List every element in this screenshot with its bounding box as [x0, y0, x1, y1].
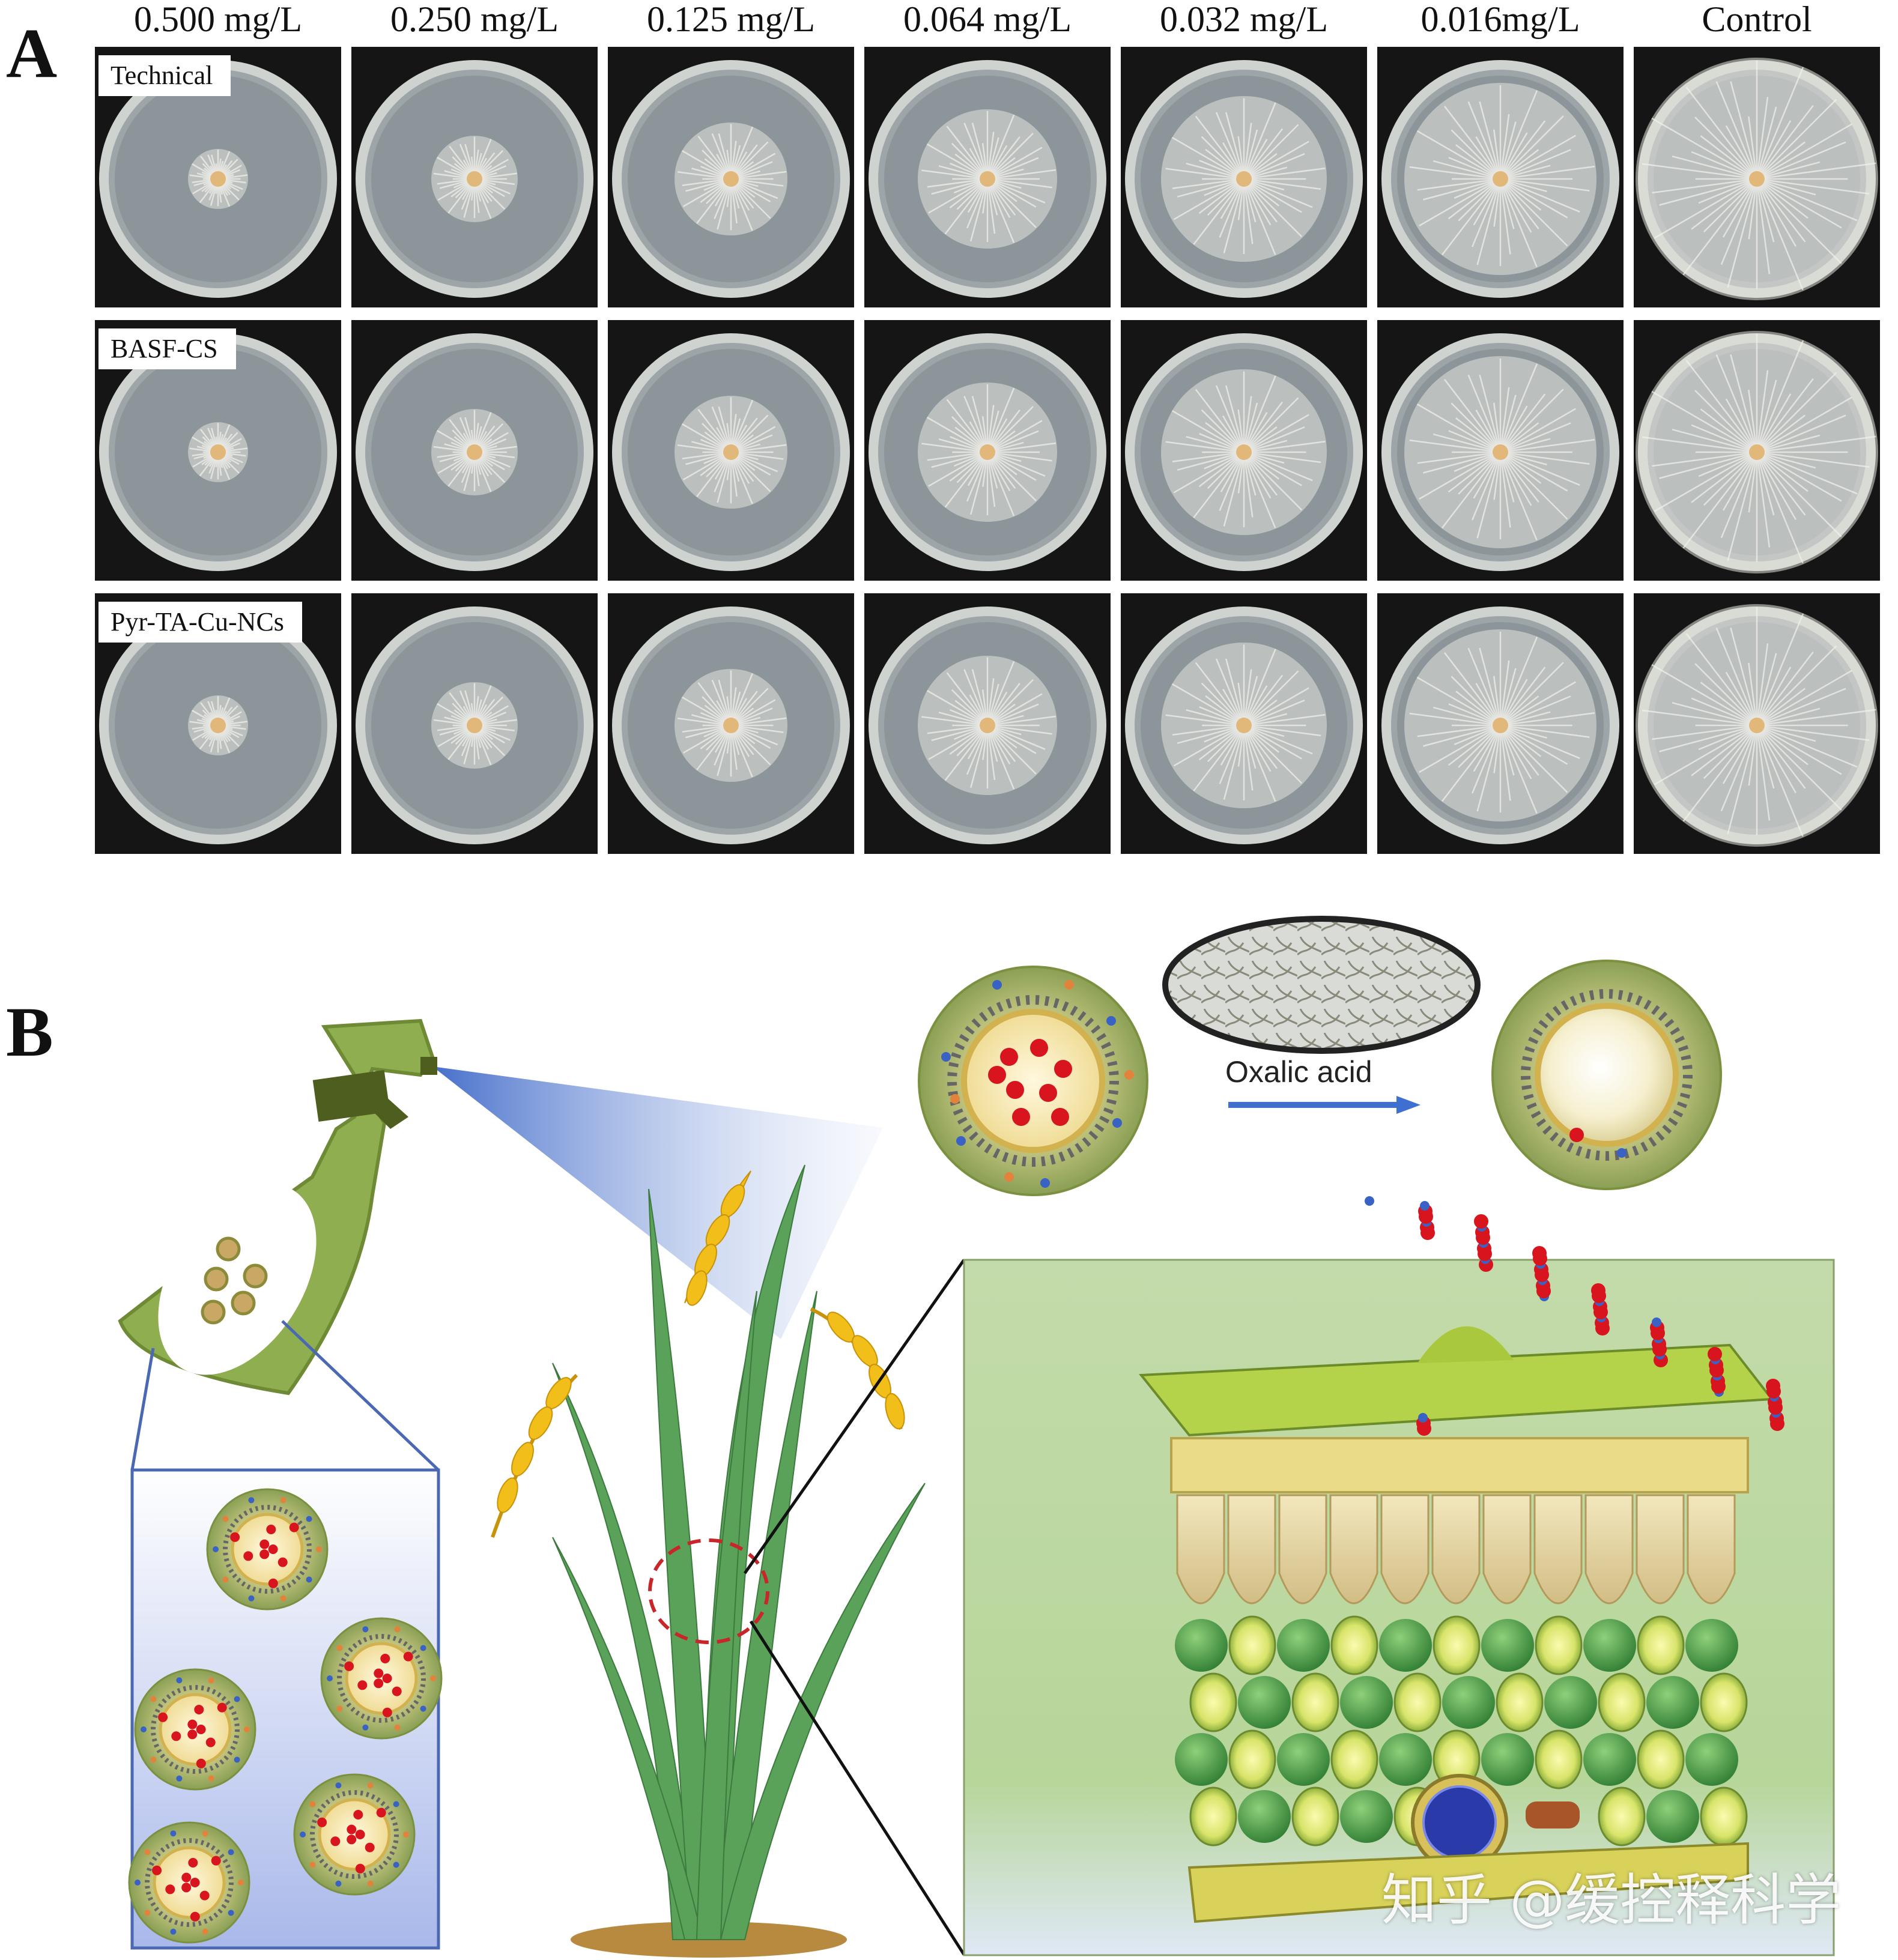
- bottle-label-window: [158, 1183, 317, 1375]
- petri-dish-pyr-ta-cu-ncs-3: [608, 593, 854, 854]
- petri-dish-technical-3: [608, 47, 854, 307]
- petri-dish-basf-cs-2: [351, 320, 598, 581]
- petri-dish-pyr-ta-cu-ncs-4: [864, 593, 1111, 854]
- zoom-line-upper: [743, 1259, 966, 1574]
- petri-dish-technical-7: [1634, 47, 1880, 307]
- panel-b-letter: B: [6, 993, 53, 1071]
- petri-dish-technical-4: [864, 47, 1111, 307]
- petri-dish-basf-cs-4: [864, 320, 1111, 581]
- row-technical: Technical: [95, 47, 1891, 307]
- petri-dish-technical-6: [1377, 47, 1624, 307]
- loaded-capsule: [918, 966, 1148, 1196]
- petri-dish-pyr-ta-cu-ncs-5: [1121, 593, 1367, 854]
- row-basf-cs: BASF-CS: [95, 320, 1891, 581]
- petri-dish-basf-cs-3: [608, 320, 854, 581]
- petri-dish-technical-2: [351, 47, 598, 307]
- panel-a-letter: A: [6, 14, 58, 92]
- conc-label-7: Control: [1702, 0, 1812, 39]
- oxalic-acid-label: Oxalic acid: [1225, 1055, 1372, 1089]
- row-label-pyr-ta-cu-ncs: Pyr-TA-Cu-NCs: [99, 602, 302, 643]
- zoom-region-circle: [648, 1538, 769, 1644]
- nanocapsule-inset: [128, 1468, 443, 1950]
- conc-label-6: 0.016mg/L: [1420, 0, 1580, 39]
- zoom-line-left: [130, 1348, 155, 1471]
- petri-dish-pyr-ta-cu-ncs-6: [1377, 593, 1624, 854]
- row-pyr-ta-cu-ncs: Pyr-TA-Cu-NCs: [95, 593, 1891, 854]
- conc-label-5: 0.032 mg/L: [1160, 0, 1328, 39]
- petri-dish-technical-1: [95, 47, 341, 307]
- petri-dish-basf-cs-7: [1634, 320, 1880, 581]
- conc-label-3: 0.125 mg/L: [647, 0, 815, 39]
- row-label-basf-cs: BASF-CS: [99, 328, 236, 369]
- spray-bottle: [118, 1018, 437, 1396]
- conc-label-2: 0.250 mg/L: [390, 0, 559, 39]
- petri-dish-basf-cs-5: [1121, 320, 1367, 581]
- petri-dish-technical-5: [1121, 47, 1367, 307]
- empty-capsule: [1491, 960, 1722, 1190]
- zoom-line-lower: [749, 1620, 966, 1956]
- conc-label-1: 0.500 mg/L: [134, 0, 302, 39]
- mechanism-schematic: [0, 889, 1898, 1960]
- petri-dish-pyr-ta-cu-ncs-2: [351, 593, 598, 854]
- petri-dish-pyr-ta-cu-ncs-7: [1634, 593, 1880, 854]
- petri-dish-basf-cs-6: [1377, 320, 1624, 581]
- watermark: 知乎 @缓控释科学: [1381, 1868, 1842, 1932]
- zoom-line-right: [281, 1320, 440, 1471]
- rice-plant: [491, 1164, 926, 1958]
- hyphae-micrograph: [1162, 916, 1481, 1054]
- row-label-technical: Technical: [99, 55, 231, 96]
- leaf-cross-section: [963, 1196, 1835, 1956]
- conc-label-4: 0.064 mg/L: [903, 0, 1072, 39]
- petri-dish-grid: Technical BASF-CS Pyr-TA-Cu-NCs: [95, 47, 1891, 854]
